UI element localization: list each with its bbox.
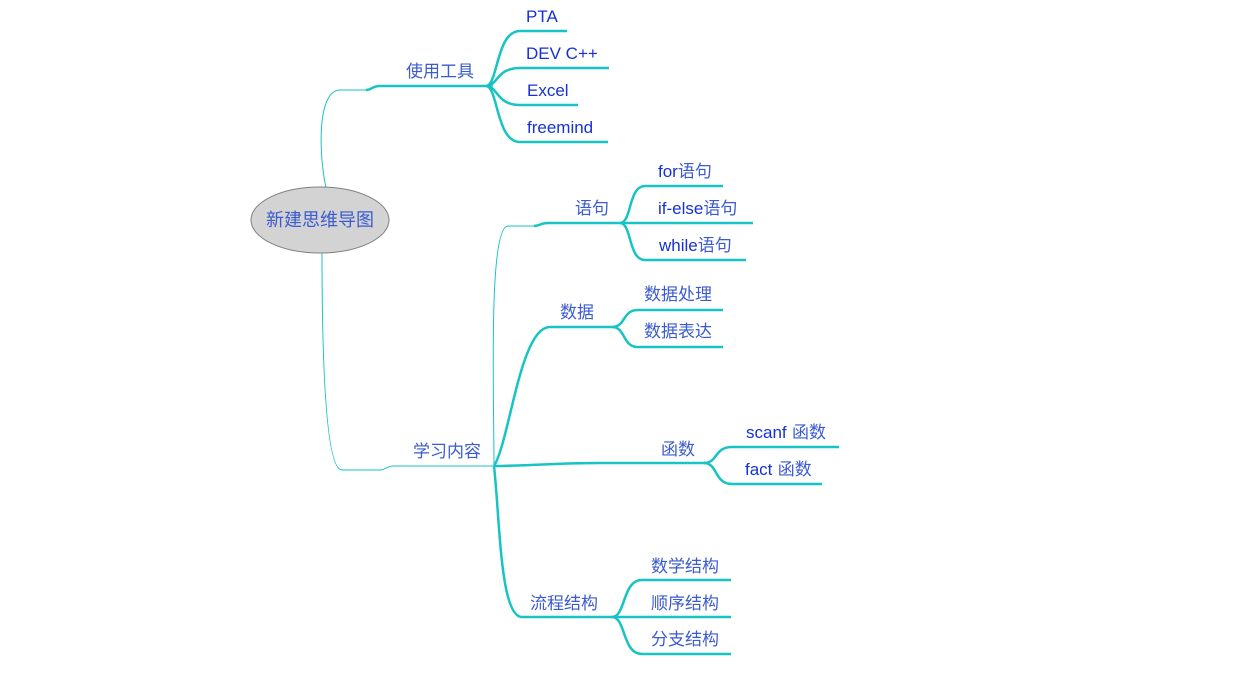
leaf-data-express[interactable]: 数据表达 bbox=[644, 322, 712, 342]
edge-content-flow bbox=[492, 465, 614, 619]
root-ellipse bbox=[250, 186, 390, 254]
edge-content-data bbox=[492, 325, 612, 467]
node-flow-label[interactable]: 流程结构 bbox=[530, 594, 598, 614]
leaf-ifelse-keyword: if-else bbox=[658, 199, 703, 218]
leaf-flow-branch[interactable]: 分支结构 bbox=[651, 630, 719, 650]
leaf-ifelse-statement[interactable]: if-else语句 bbox=[658, 199, 737, 219]
leaf-for-suffix: 语句 bbox=[678, 162, 712, 182]
edge-flow-math bbox=[611, 578, 731, 619]
node-statements-label[interactable]: 语句 bbox=[575, 199, 609, 219]
leaf-scanf-suffix: 函数 bbox=[787, 423, 826, 443]
node-functions-label[interactable]: 函数 bbox=[661, 440, 695, 460]
node-tools-label[interactable]: 使用工具 bbox=[406, 61, 474, 82]
root-node[interactable]: 新建思维导图 bbox=[250, 186, 390, 254]
edge-data-express bbox=[611, 325, 723, 349]
edge-tools-underline bbox=[365, 84, 490, 92]
edge-root-content bbox=[321, 252, 493, 471]
leaf-fact-suffix: 函数 bbox=[772, 460, 811, 480]
leaf-for-keyword: for bbox=[658, 162, 678, 181]
edge-content-statements-underline bbox=[533, 221, 620, 228]
leaf-while-statement[interactable]: while语句 bbox=[658, 236, 732, 256]
leaf-fact-keyword: fact bbox=[745, 460, 773, 479]
leaf-flow-math[interactable]: 数学结构 bbox=[651, 557, 719, 577]
edge-functions-fact bbox=[703, 461, 822, 486]
edge-content-statements bbox=[492, 222, 620, 467]
leaf-while-suffix: 语句 bbox=[698, 236, 732, 256]
edge-content-functions bbox=[493, 461, 708, 468]
edge-root-tools bbox=[320, 85, 493, 189]
leaf-freemind[interactable]: freemind bbox=[527, 118, 593, 137]
leaf-scanf-keyword: scanf bbox=[746, 423, 787, 442]
edge-tools-freemind bbox=[485, 84, 608, 144]
leaf-while-keyword: while bbox=[658, 236, 698, 255]
leaf-dev-cpp[interactable]: DEV C++ bbox=[526, 44, 598, 63]
node-data-label[interactable]: 数据 bbox=[560, 303, 594, 323]
leaf-scanf-function[interactable]: scanf 函数 bbox=[746, 423, 826, 443]
node-content-label[interactable]: 学习内容 bbox=[413, 442, 481, 462]
leaf-data-process[interactable]: 数据处理 bbox=[644, 285, 712, 305]
leaf-flow-sequence[interactable]: 顺序结构 bbox=[651, 594, 719, 614]
leaf-excel[interactable]: Excel bbox=[527, 81, 569, 100]
leaf-for-statement[interactable]: for语句 bbox=[658, 162, 712, 182]
leaf-ifelse-suffix: 语句 bbox=[703, 199, 737, 219]
edge-tools-pta bbox=[485, 29, 567, 88]
edge-statements-while bbox=[619, 221, 746, 262]
root-label: 新建思维导图 bbox=[266, 210, 374, 231]
edge-flow-branch bbox=[611, 615, 731, 656]
leaf-pta[interactable]: PTA bbox=[526, 7, 558, 26]
edge-statements-for bbox=[619, 184, 723, 225]
leaf-fact-function[interactable]: fact 函数 bbox=[745, 460, 812, 480]
